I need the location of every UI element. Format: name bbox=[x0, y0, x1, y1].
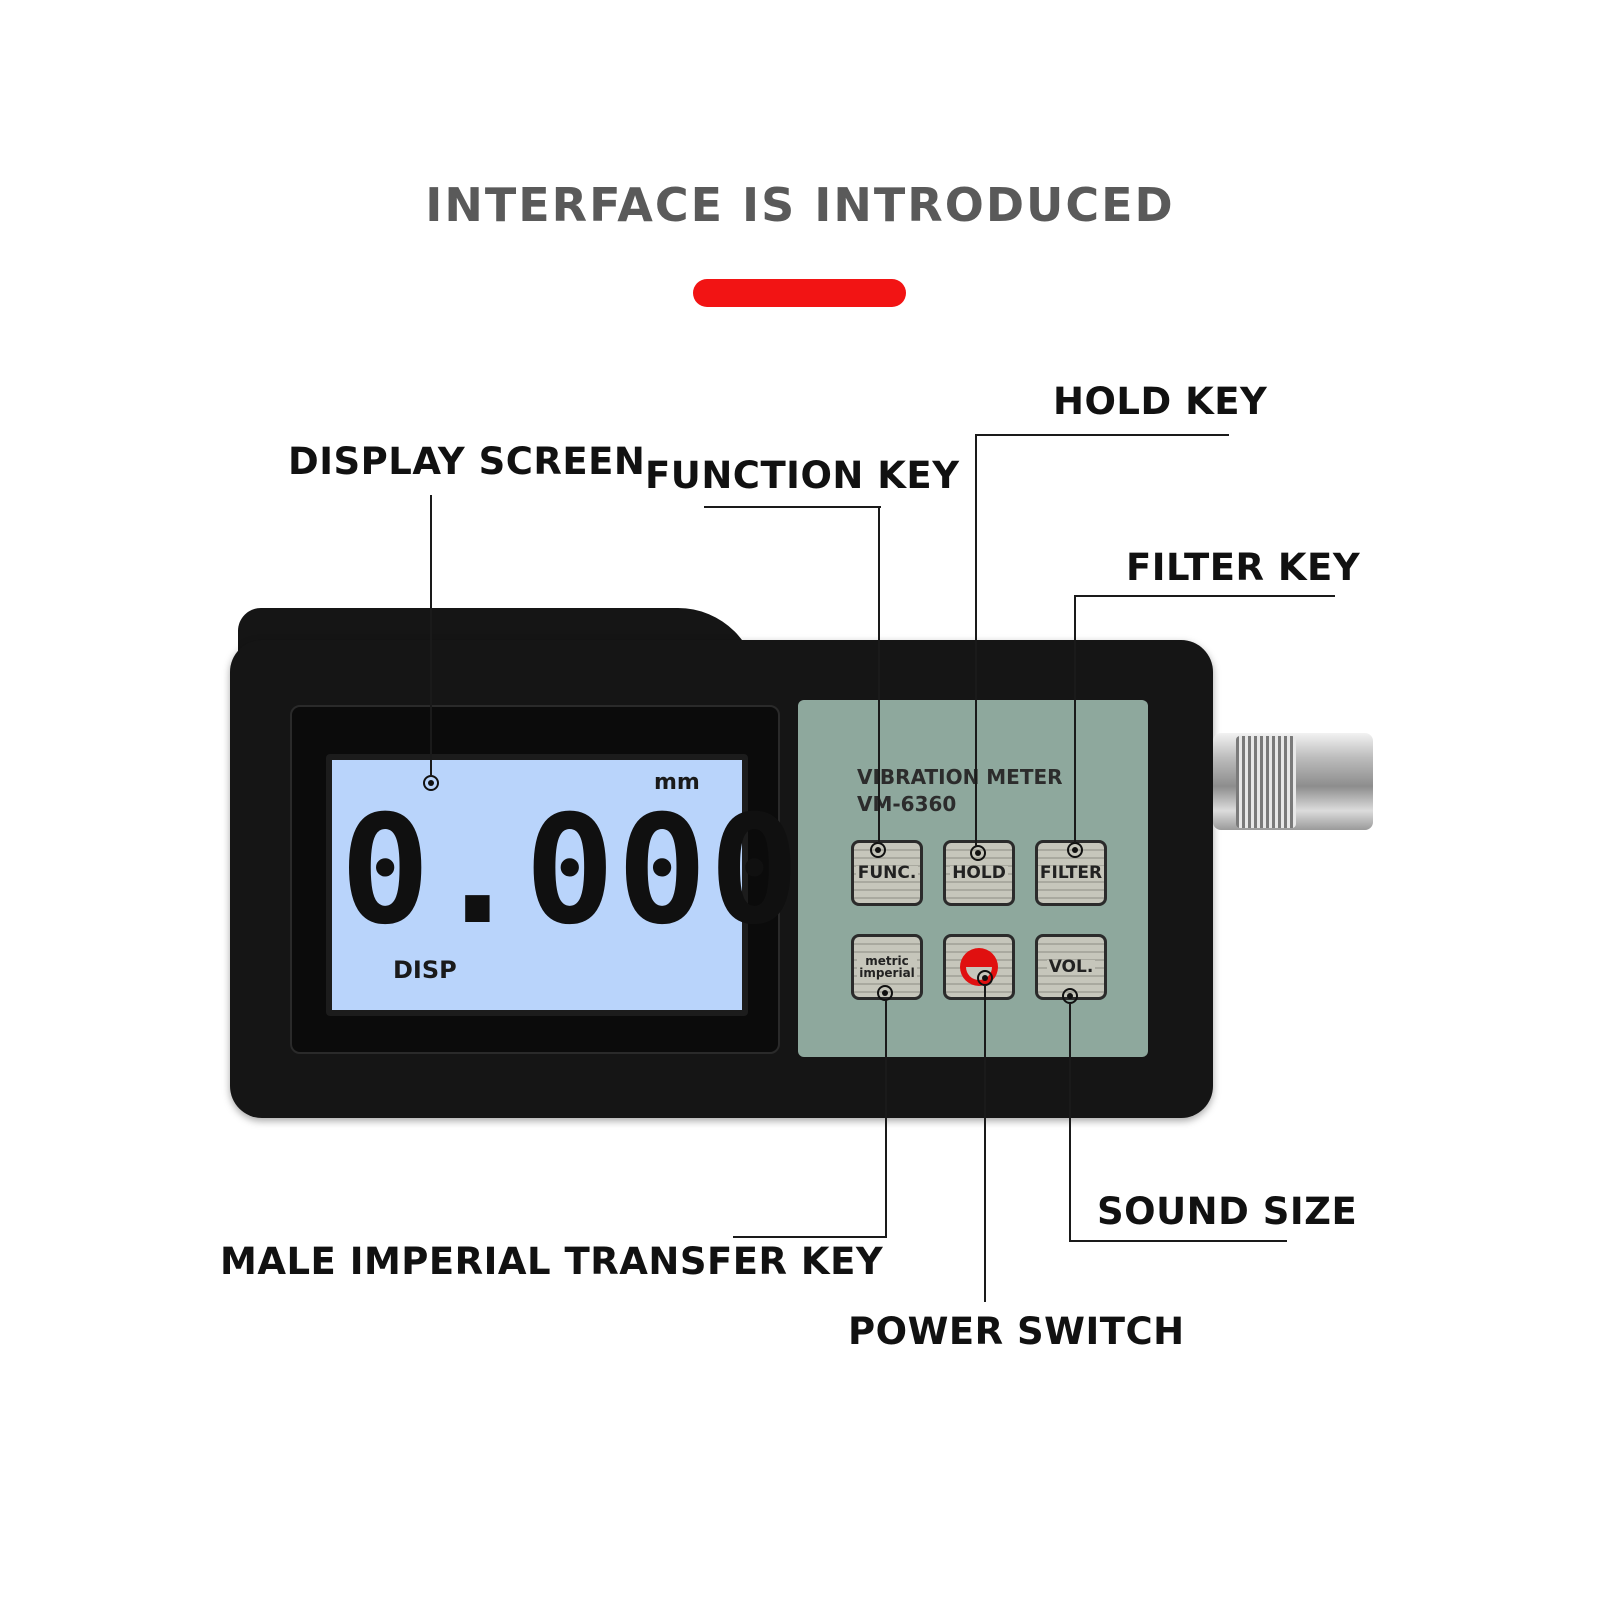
func-button[interactable]: FUNC. bbox=[851, 840, 923, 906]
filter-leader-h bbox=[1074, 595, 1335, 597]
power-leader-v bbox=[984, 985, 986, 1302]
label-metric-imperial-key: MALE IMPERIAL TRANSFER KEY bbox=[220, 1240, 884, 1283]
label-hold-key: HOLD KEY bbox=[1053, 380, 1268, 423]
sound-leader-v bbox=[1069, 1003, 1071, 1242]
func-pin-marker bbox=[870, 842, 886, 858]
panel-title: VIBRATION METER bbox=[857, 765, 1063, 789]
filter-button-label: FILTER bbox=[1037, 863, 1105, 883]
hold-button-label: HOLD bbox=[950, 863, 1008, 883]
metric-leader-h bbox=[733, 1236, 887, 1238]
hold-leader-h bbox=[975, 434, 1229, 436]
function-leader-h bbox=[704, 506, 881, 508]
label-sound-size: SOUND SIZE bbox=[1097, 1190, 1358, 1233]
filter-leader-v bbox=[1074, 595, 1076, 843]
vol-pin-marker bbox=[1062, 988, 1078, 1004]
metric-imperial-label: metric imperial bbox=[857, 955, 917, 979]
sound-leader-h bbox=[1069, 1240, 1287, 1242]
label-power-switch: POWER SWITCH bbox=[848, 1310, 1185, 1353]
connector-knurl bbox=[1236, 736, 1296, 828]
filter-pin-marker bbox=[1067, 842, 1083, 858]
display-pin-marker bbox=[423, 775, 439, 791]
lcd-reading: 0.000 bbox=[340, 784, 802, 958]
lcd-mode: DISP bbox=[393, 956, 457, 984]
power-pin-marker bbox=[977, 970, 993, 986]
label-filter-key: FILTER KEY bbox=[1126, 546, 1361, 589]
lcd-unit: mm bbox=[654, 770, 700, 795]
vol-button[interactable]: VOL. bbox=[1035, 934, 1107, 1000]
title-accent-bar bbox=[693, 279, 906, 307]
function-leader-v bbox=[878, 506, 880, 843]
power-button[interactable] bbox=[943, 934, 1015, 1000]
metric-pin-marker bbox=[877, 985, 893, 1001]
panel-model: VM-6360 bbox=[857, 792, 957, 816]
hold-leader-v bbox=[975, 434, 977, 846]
label-display-screen: DISPLAY SCREEN bbox=[288, 440, 646, 483]
page-title: INTERFACE IS INTRODUCED bbox=[425, 178, 1175, 232]
vol-button-label: VOL. bbox=[1046, 957, 1096, 977]
func-button-label: FUNC. bbox=[855, 863, 919, 883]
label-function-key: FUNCTION KEY bbox=[645, 454, 960, 497]
metric-leader-v bbox=[885, 1000, 887, 1238]
metric-label: metric bbox=[865, 954, 909, 968]
hold-pin-marker bbox=[970, 845, 986, 861]
display-screen bbox=[326, 754, 748, 1016]
display-leader bbox=[430, 495, 432, 777]
imperial-label: imperial bbox=[859, 966, 915, 980]
